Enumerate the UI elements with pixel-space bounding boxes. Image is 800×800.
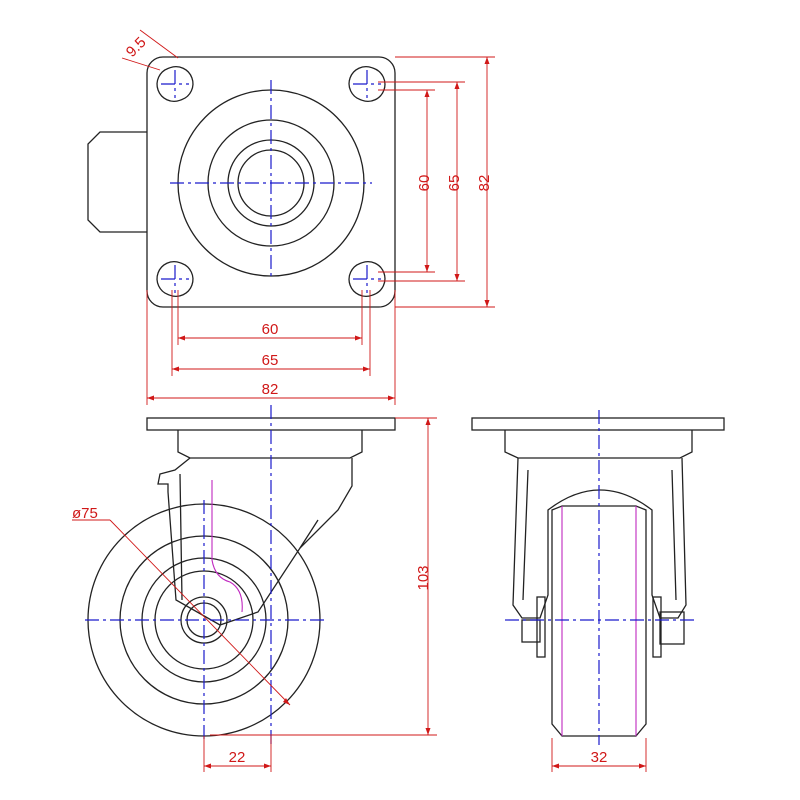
front-axle-nut-right (659, 611, 685, 645)
front-axle-washer-right (652, 596, 662, 658)
dim-label-60-v: 60 (416, 175, 433, 192)
dim-label-22: 22 (229, 749, 246, 766)
dim-label-65-h: 65 (262, 352, 279, 369)
mount-slot (348, 261, 386, 297)
front-fork-inner (522, 469, 677, 601)
front-view-dimensions (551, 738, 647, 772)
dim-label-32: 32 (591, 749, 608, 766)
top-view-dimensions (121, 29, 495, 405)
top-side-lever (87, 131, 147, 233)
dim-line-diameter (109, 519, 291, 706)
dim-label-60-h: 60 (262, 321, 279, 338)
front-wheel (551, 505, 647, 737)
front-fork (512, 457, 687, 619)
side-view-dimensions (72, 417, 437, 772)
dim-label-82-v: 82 (476, 175, 493, 192)
dim-label-82-h: 82 (262, 381, 279, 398)
front-axle-washer-left (536, 596, 546, 658)
side-swivel-race (177, 430, 363, 459)
side-fork (157, 457, 353, 626)
slot-dim-line (121, 57, 161, 71)
mount-slot (156, 261, 194, 297)
dim-arrow (204, 763, 271, 769)
front-top-plate (471, 417, 725, 431)
dim-arrow (283, 698, 290, 705)
top-mount-plate (146, 56, 396, 308)
dim-label-diameter: ø75 (72, 505, 98, 522)
front-view (471, 410, 725, 745)
side-fork-accent (211, 480, 243, 613)
top-view (87, 56, 396, 308)
mount-slot (156, 66, 194, 102)
side-fork-inner (179, 473, 319, 601)
dim-label-slot: 9.5 (123, 34, 150, 61)
slot-dim-line (139, 29, 179, 59)
side-view (85, 405, 396, 745)
dim-label-65-v: 65 (446, 175, 463, 192)
dim-label-103: 103 (415, 565, 432, 590)
front-swivel-race (504, 430, 693, 459)
